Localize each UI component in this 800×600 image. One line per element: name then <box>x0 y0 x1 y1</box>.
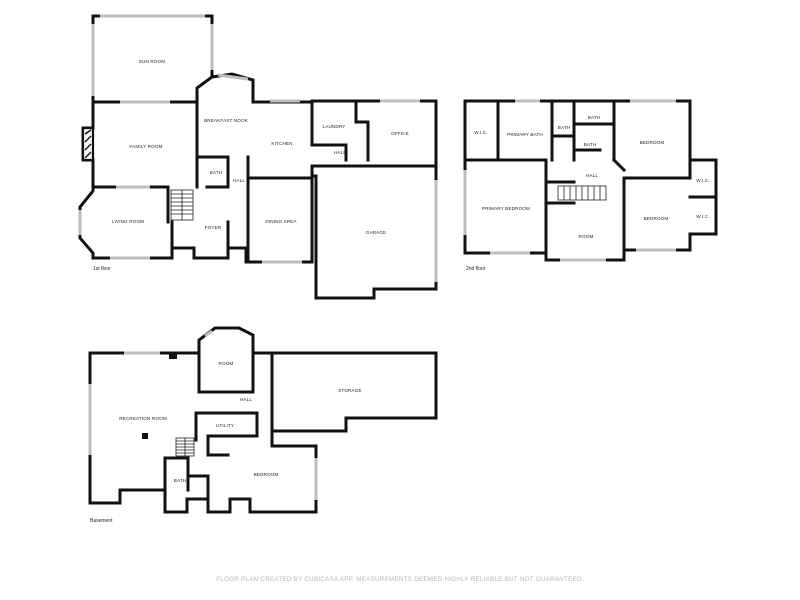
room-label-room: ROOM <box>219 361 234 366</box>
interior-wall <box>118 456 210 505</box>
stairs <box>170 189 194 221</box>
room-label-office: OFFICE <box>391 131 409 136</box>
floor-label: 1st floor <box>93 266 111 272</box>
interior-wall <box>463 99 616 162</box>
room-label-bedroom: BEDROOM <box>254 472 279 477</box>
footer-disclaimer: FLOOR PLAN CREATED BY CUBICASA APP. MEAS… <box>216 576 584 583</box>
floor-label: 2nd floor <box>466 266 486 272</box>
room-label-bath: BATH <box>210 170 223 175</box>
interior-wall <box>170 155 314 264</box>
fireplace <box>81 126 95 162</box>
room-label-breakfast-nook: BREAKFAST NOOK <box>204 118 249 123</box>
interior-wall <box>544 157 718 255</box>
room-label-bath: BATH <box>174 478 187 483</box>
column <box>169 353 177 359</box>
room-label-recreation-room: RECREATION ROOM <box>119 416 167 421</box>
interior-wall <box>310 99 370 162</box>
fireplace-hatch <box>84 129 92 159</box>
first-floor-plan: SUN ROOM BREAKFAST NOOK LAUNDRY OFFICE F… <box>78 14 438 300</box>
window <box>217 73 249 81</box>
window <box>204 329 213 338</box>
interior-wall <box>197 351 274 433</box>
room-label-bedroom: BEDROOM <box>640 140 665 145</box>
room-label-hall: HALL <box>233 178 245 183</box>
room-label-dining-area: DINING AREA <box>265 219 297 224</box>
stairs <box>557 185 607 201</box>
room-label-hall: HALL <box>334 150 346 155</box>
room-label-room: ROOM <box>579 234 594 239</box>
basement-plan: ROOM STORAGE HALL RECREATION ROOM UTILIT… <box>88 326 438 524</box>
room-label-bath: BATH <box>584 142 597 147</box>
garage-walls <box>310 164 438 300</box>
room-label-primary-bath: PRIMARY BATH <box>507 132 543 137</box>
room-label-bedroom: BEDROOM <box>644 216 669 221</box>
room-label-hall: HALL <box>586 173 598 178</box>
floor-label: Basement <box>90 518 113 524</box>
room-label-primary-bedroom: PRIMARY BEDROOM <box>482 206 530 211</box>
room-label-utility: UTILITY <box>216 423 234 428</box>
room-label-family-room: FAMILY ROOM <box>129 144 162 149</box>
room-label-garage: GARAGE <box>366 230 387 235</box>
room-label-storage: STORAGE <box>338 388 361 393</box>
room-label-bath: BATH <box>558 125 571 130</box>
room-label-wic: W.I.C. <box>474 130 487 135</box>
room-label-wic: W.I.C. <box>696 178 709 183</box>
room-label-laundry: LAUNDRY <box>323 124 346 129</box>
column <box>142 433 148 439</box>
room-label-living-room: LIVING ROOM <box>112 219 144 224</box>
room-label-sun-room: SUN ROOM <box>139 59 165 64</box>
room-label-wic: W.I.C. <box>696 214 709 219</box>
second-floor-plan: W.I.C. PRIMARY BATH BATH BATH BATH BEDRO… <box>463 99 718 272</box>
interior-wall <box>194 411 259 457</box>
room-label-hall: HALL <box>240 397 252 402</box>
room-label-kitchen: KITCHEN <box>271 141 292 146</box>
stairs <box>175 437 195 457</box>
room-label-bath: BATH <box>588 115 601 120</box>
room-label-foyer: FOYER <box>205 225 222 230</box>
